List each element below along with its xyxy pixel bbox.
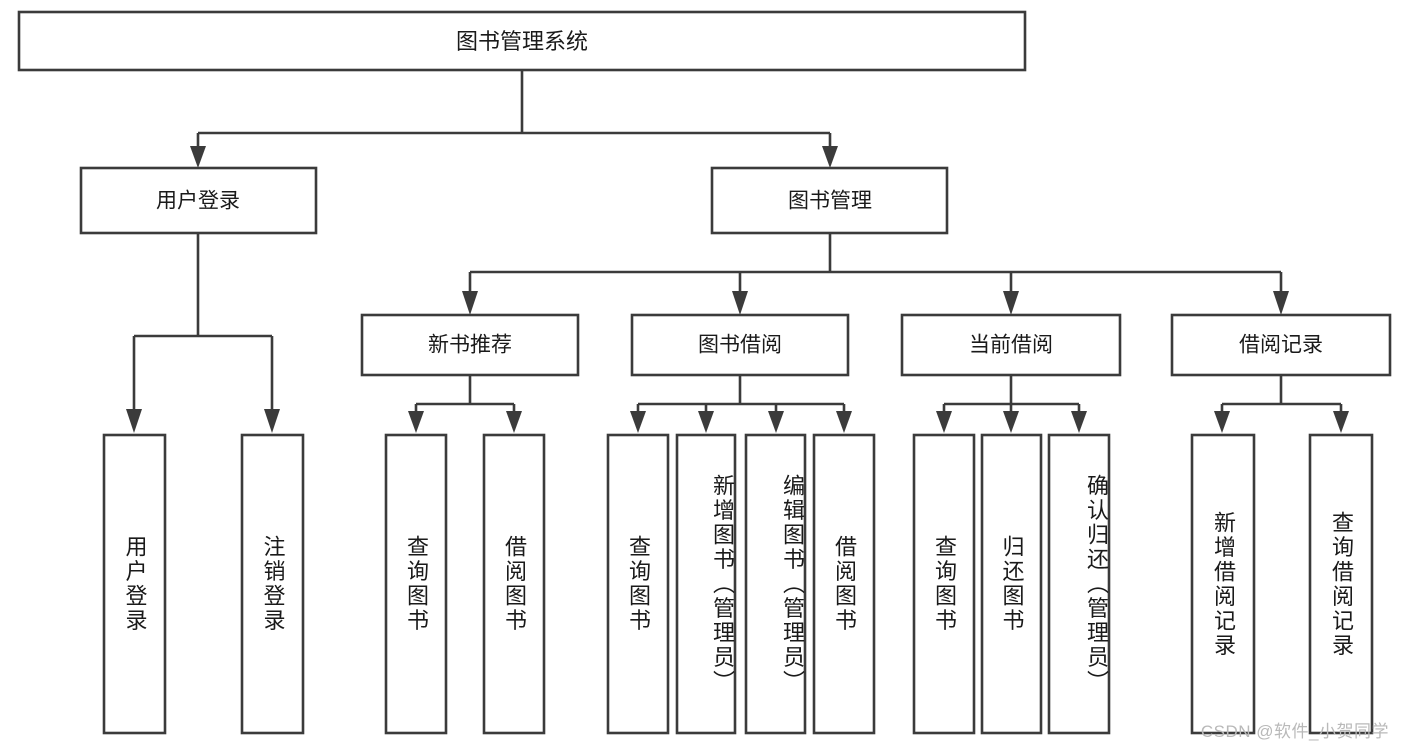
- leaf-box-query-book-3[interactable]: [912, 433, 976, 735]
- node-current-borrow[interactable]: 当前借阅: [900, 313, 1122, 377]
- arrow-head-icon: [408, 411, 424, 433]
- node-box[interactable]: [900, 313, 1122, 377]
- leaf-box-user-login[interactable]: [102, 433, 167, 735]
- leaf-box-query-book-2[interactable]: [606, 433, 670, 735]
- arrow-head-icon: [936, 411, 952, 433]
- arrow-head-icon: [732, 291, 748, 315]
- node-label: 图书借阅: [698, 334, 782, 357]
- leaf-box-logout[interactable]: [240, 433, 305, 735]
- connector-borrowrecord-to-leaves: [1214, 375, 1349, 433]
- node-label: 当前借阅: [969, 334, 1053, 357]
- node-label: 图书管理: [788, 190, 872, 213]
- arrow-head-icon: [1003, 411, 1019, 433]
- leaf-box-add-borrow-record[interactable]: [1190, 433, 1256, 735]
- arrow-head-icon: [630, 411, 646, 433]
- node-box[interactable]: [630, 313, 850, 377]
- node-label: 用户登录: [156, 190, 240, 213]
- connector-currentborrow-to-leaves: [936, 375, 1087, 433]
- connector-bookmgmt-to-level3: [462, 233, 1289, 315]
- leaf-box-query-borrow-record[interactable]: [1308, 433, 1374, 735]
- connector-root-to-level2: [190, 70, 838, 168]
- node-book-borrow[interactable]: 图书借阅: [630, 313, 850, 377]
- leaf-box-confirm-return-admin[interactable]: [1047, 433, 1111, 735]
- arrow-head-icon: [822, 146, 838, 168]
- node-book-management[interactable]: 图书管理: [710, 166, 949, 235]
- arrow-head-icon: [190, 146, 206, 168]
- node-box[interactable]: [710, 166, 949, 235]
- node-root-book-management-system[interactable]: 图书管理系统: [17, 10, 1027, 72]
- node-user-login[interactable]: 用户登录: [79, 166, 318, 235]
- leaf-box-return-book[interactable]: [980, 433, 1043, 735]
- arrow-head-icon: [462, 291, 478, 315]
- node-box[interactable]: [1170, 313, 1392, 377]
- node-label: 借阅记录: [1239, 334, 1323, 357]
- csdn-watermark: CSDN @软件_小贺同学: [1200, 722, 1389, 741]
- node-box[interactable]: [360, 313, 580, 377]
- arrow-head-icon: [1333, 411, 1349, 433]
- leaf-box-add-book-admin[interactable]: [675, 433, 737, 735]
- leaf-box-borrow-book-1[interactable]: [482, 433, 546, 735]
- node-box[interactable]: [17, 10, 1027, 72]
- arrow-head-icon: [1071, 411, 1087, 433]
- node-new-book-recommend[interactable]: 新书推荐: [360, 313, 580, 377]
- leaf-box-query-book-1[interactable]: [384, 433, 448, 735]
- node-box[interactable]: [79, 166, 318, 235]
- arrow-head-icon: [126, 409, 142, 433]
- arrow-head-icon: [836, 411, 852, 433]
- arrow-head-icon: [768, 411, 784, 433]
- connector-userlogin-to-leaves: [126, 233, 280, 433]
- arrow-head-icon: [1273, 291, 1289, 315]
- arrow-head-icon: [264, 409, 280, 433]
- arrow-head-icon: [1003, 291, 1019, 315]
- arrow-head-icon: [1214, 411, 1230, 433]
- leaf-box-edit-book-admin[interactable]: [744, 433, 807, 735]
- connector-newbook-to-leaves: [408, 375, 522, 433]
- node-label: 图书管理系统: [456, 29, 588, 54]
- connector-bookborrow-to-leaves: [630, 375, 852, 433]
- leaf-box-borrow-book-2[interactable]: [812, 433, 876, 735]
- arrow-head-icon: [698, 411, 714, 433]
- node-label: 新书推荐: [428, 334, 512, 357]
- node-borrow-record[interactable]: 借阅记录: [1170, 313, 1392, 377]
- arrow-head-icon: [506, 411, 522, 433]
